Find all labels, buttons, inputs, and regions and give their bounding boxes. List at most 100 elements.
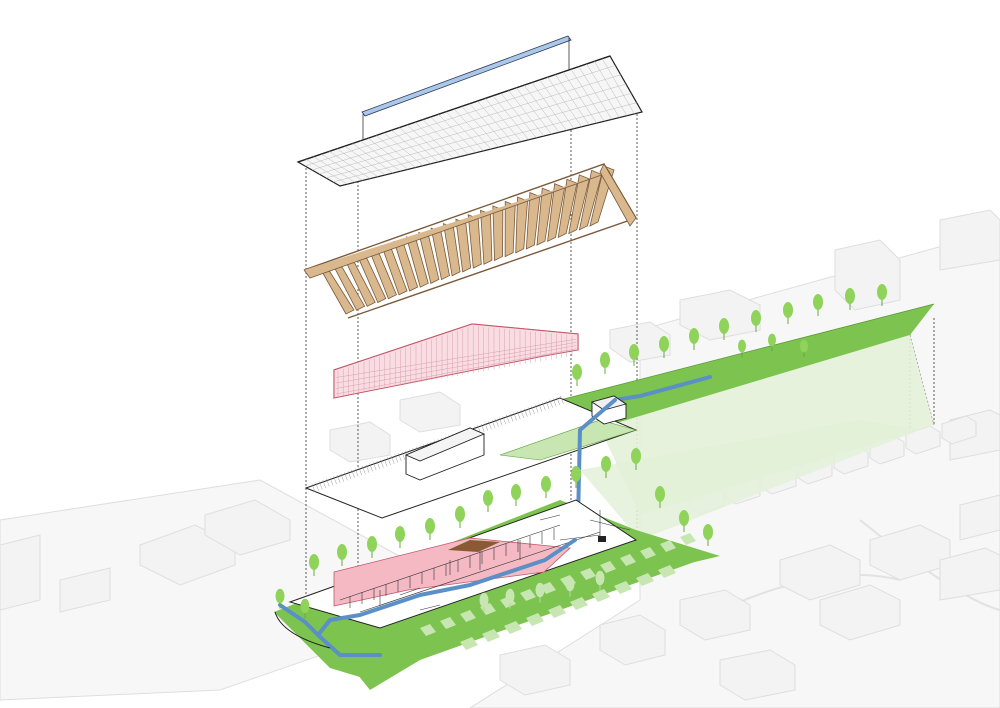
upper-floor-hatch-line: [552, 398, 557, 407]
circulation-path-ground-west: [278, 603, 320, 637]
tree-canopy: [813, 294, 823, 310]
tree-canopy: [483, 490, 493, 506]
parking-bay: [482, 629, 500, 642]
upper-floor-hatch-line: [344, 472, 348, 481]
upper-floor-hatch-line: [380, 459, 384, 468]
roof-grid-line: [318, 83, 627, 175]
tree-canopy: [800, 339, 808, 353]
upper-floor-hatch-line: [556, 397, 561, 406]
timber-frame: [356, 253, 387, 304]
tree-canopy: [275, 588, 285, 604]
ground-level-layer: [274, 420, 920, 690]
context-building: [679, 589, 751, 641]
upper-floor-hatch-line: [383, 458, 388, 467]
context-building: [834, 239, 901, 311]
tree-canopy: [689, 328, 699, 344]
timber-frame: [393, 240, 419, 292]
trees: [275, 284, 887, 619]
tree-canopy: [309, 554, 319, 570]
parking-bay: [660, 540, 676, 552]
context-building: [0, 534, 41, 611]
roof-grid-line: [304, 65, 616, 167]
upper-floor-hatch-line: [387, 456, 391, 466]
upper-floor-hatch-line: [390, 455, 395, 464]
upper-floor-hatch-line: [398, 453, 402, 462]
tree-canopy: [738, 339, 746, 353]
upper-floor-hatch-line: [369, 463, 373, 472]
parking-bay: [640, 547, 656, 559]
upper-floor-hatch-line: [545, 400, 550, 410]
facade-grid-line: [335, 348, 577, 395]
plan-wall: [359, 531, 601, 613]
upper-floor-hatch-line: [498, 417, 503, 426]
tree-canopy: [337, 544, 347, 560]
facade-grid-line: [335, 342, 577, 384]
timber-frame: [368, 249, 397, 300]
tree-canopy: [659, 336, 669, 352]
upper-floor-hatch-line: [506, 414, 510, 424]
facade-grid: [335, 326, 577, 397]
upper-floor-hatch-line: [318, 481, 323, 490]
upper-floor-hatch-line: [531, 405, 535, 415]
parking-bay: [636, 573, 654, 586]
tree-canopy: [571, 466, 581, 482]
upper-floor-hatch-line: [372, 462, 377, 471]
upper-floor-hatch-line: [513, 412, 517, 421]
facade-envelope-face: [333, 323, 579, 399]
tree-canopy: [631, 448, 641, 464]
upper-floor-hatch-line: [333, 476, 337, 485]
tree-canopy: [679, 510, 689, 526]
timber-frame: [319, 267, 355, 315]
tree-canopy: [572, 364, 582, 380]
context-building: [59, 567, 111, 613]
tree-canopy: [479, 592, 489, 608]
upper-floor-hatch-line: [340, 473, 345, 482]
tree-canopy: [505, 588, 515, 604]
facade-grid-line: [335, 338, 577, 378]
circulation-path-upper: [613, 375, 712, 402]
timber-end-frame: [599, 163, 637, 227]
timber-frame: [418, 231, 440, 284]
tree-canopy: [455, 506, 465, 522]
context-building: [719, 649, 796, 701]
upper-floor-hatch-line: [336, 474, 341, 484]
tree-canopy: [511, 484, 521, 500]
upper-floor-hatch-line: [491, 420, 496, 429]
parking-bay: [614, 581, 632, 594]
context-building: [139, 524, 236, 586]
timber-frame: [504, 200, 516, 258]
parking-bays: [420, 533, 696, 650]
roof-grid-line: [325, 93, 632, 179]
context-building: [329, 421, 391, 463]
parking-bay: [520, 589, 536, 601]
upper-floor-hatch-line: [502, 416, 507, 425]
parking-bay: [620, 554, 636, 566]
upper-floor-hatch-line: [362, 465, 366, 475]
roof-panel-grid: [304, 58, 637, 185]
upper-floor-hatch-line: [495, 418, 499, 427]
roof-grid-line: [332, 102, 637, 183]
skylight-strip: [361, 35, 572, 117]
context-building: [204, 499, 291, 556]
timber-frame: [515, 196, 528, 254]
context-building: [499, 644, 571, 696]
upper-floor-hatch-line: [538, 403, 543, 412]
tree-canopy: [300, 598, 310, 614]
upper-floor-hatch-line: [365, 464, 370, 473]
upper-floor-hatch-line: [520, 409, 525, 418]
timber-frame: [343, 258, 376, 307]
timber-roof-structure-layer: [303, 163, 638, 319]
parking-bay: [420, 624, 436, 636]
upper-floor-hatch-line: [322, 479, 327, 489]
context-building: [679, 289, 761, 341]
parking-bay: [460, 637, 478, 650]
plan-wall: [539, 514, 561, 521]
parking-bay: [440, 617, 456, 629]
tree-canopy: [783, 302, 793, 318]
tree-canopy: [655, 486, 665, 502]
timber-frame: [331, 262, 366, 311]
upper-floor-hatch-line: [315, 482, 319, 491]
green-park-upper: [560, 304, 934, 428]
